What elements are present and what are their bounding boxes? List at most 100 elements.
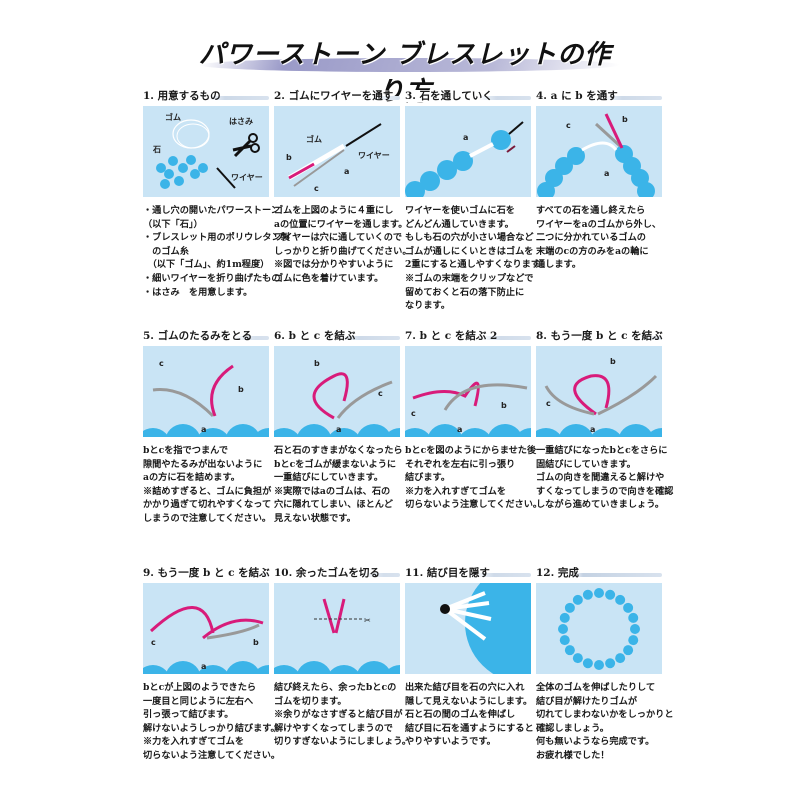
step-text-line: ・細いワイヤーを折り曲げたもの: [143, 272, 281, 284]
label-a: a: [336, 425, 341, 434]
step-heading: 4. a に b を通す: [536, 88, 662, 104]
stone: [225, 661, 261, 674]
label-c: c: [546, 399, 551, 408]
step-illustration: a: [405, 106, 531, 197]
stone: [164, 169, 174, 179]
label-a: a: [604, 169, 609, 178]
label-b: b: [501, 401, 507, 410]
step-text-line: 末端のcの方のみをaの輪に: [536, 245, 649, 257]
stone: [197, 665, 229, 674]
stone: [356, 424, 392, 437]
step-text-line: ゴムを上図のように４重にし: [274, 205, 394, 216]
step-text-line: 隠して見えないようにします。: [405, 695, 533, 707]
stone: [253, 428, 269, 437]
step-description: 結び終えたら、余ったbとcのゴムを切ります。※余りがなさすぎると結び目が解けやす…: [274, 681, 411, 749]
bead: [605, 658, 616, 669]
label-a: a: [344, 167, 349, 176]
step-text-line: 見えない状態です。: [274, 512, 356, 524]
cord-coil-icon: [172, 119, 210, 149]
stone: [274, 428, 300, 437]
label-c: c: [411, 409, 416, 418]
step-text-line: 一重結びになったbとcをさらに: [536, 445, 668, 456]
step-heading: 6. b と c を結ぶ: [274, 328, 400, 344]
step-description: 出来た結び目を石の穴に入れ隠して見えないようにします。石と石の間のゴムを伸ばし結…: [405, 681, 534, 749]
step-description: bとcを図のようにからませた後それぞれを左右に引っ張り結びます。※力を入れすぎて…: [405, 444, 543, 512]
step-text-line: ※実際ではaのゴムは、石の: [274, 485, 391, 497]
step-illustration: abc: [274, 346, 400, 437]
step-text-line: aの方に石を詰めます。: [143, 472, 240, 484]
step-panel-3: 3. 石を通していく a ワイヤーを使いゴムに石をどんどん通していきます。もしも…: [405, 88, 548, 313]
step-text-line: それぞれを左右に引っ張り: [405, 458, 516, 470]
stone: [384, 665, 400, 674]
step-text-line: 結びます。: [405, 472, 451, 484]
step-text-line: （以下「石」）: [143, 218, 203, 230]
step-text-line: やりやすいようです。: [405, 736, 496, 748]
stone: [274, 665, 300, 674]
stone: [536, 428, 562, 437]
label-c: c: [566, 121, 571, 130]
stone: [197, 428, 229, 437]
step-text-line: 結び目に石を通すようにすると: [405, 722, 534, 734]
step-text-line: 確認しましょう。: [536, 722, 609, 734]
stone: [178, 163, 188, 173]
step-text-line: 一重結びにしていきます。: [274, 472, 384, 484]
stone: [405, 181, 425, 197]
step-text-line: 全体のゴムを伸ばしたりして: [536, 682, 656, 693]
step-text-line: ワイヤーは穴に通していくので: [274, 232, 403, 244]
step-heading: 7. b と c を結ぶ 2: [405, 328, 531, 344]
step-text-line: どんどん通していきます。: [405, 218, 514, 230]
stone: [225, 424, 261, 437]
bead: [594, 588, 604, 598]
bead: [564, 602, 575, 613]
step-text-line: ゴムを切ります。: [274, 695, 347, 707]
bead: [628, 635, 639, 646]
step-heading: 11. 結び目を隠す: [405, 565, 531, 581]
stone: [646, 428, 662, 437]
bead: [559, 612, 570, 623]
stone: [328, 428, 360, 437]
bead: [615, 653, 626, 664]
step-text-line: ゴムに色を着けています。: [274, 272, 384, 284]
step-description: ・通し穴の開いたパワーストーン（以下「石」）・ブレスレット用のポリウレタン製 の…: [143, 204, 290, 299]
stone: [143, 428, 169, 437]
step-text-line: ゴムの向きを間違えると解けや: [536, 472, 665, 484]
finished-bracelet: [558, 588, 640, 670]
step-text-line: 切らないよう注意してください。: [405, 499, 543, 511]
step-description: すべての石を通し終えたらワイヤーをaのゴムから外し、二つに分かれているゴムの末端…: [536, 204, 662, 272]
stone: [328, 665, 360, 674]
step-heading: 12. 完成: [536, 565, 662, 581]
label-b: b: [253, 638, 259, 647]
step-description: 一重結びになったbとcをさらに固結びにしていきます。ゴムの向きを間違えると解けや…: [536, 444, 674, 512]
step-illustration: [405, 583, 531, 674]
stone: [459, 428, 491, 437]
step-text-line: かかり過ぎて切れやすくなって: [143, 499, 272, 511]
stone: [637, 182, 655, 197]
step-description: 全体のゴムを伸ばしたりして結び目が解けたりゴムが切れてしまわないかをしっかりと確…: [536, 681, 674, 763]
stone: [174, 176, 184, 186]
step-text-line: ※ゴムの末端をクリップなどで: [405, 272, 534, 284]
stone: [165, 661, 201, 674]
step-heading: 10. 余ったゴムを切る: [274, 565, 400, 581]
stone: [405, 428, 431, 437]
stone: [296, 424, 332, 437]
step-text-line: なります。: [405, 300, 451, 312]
step-text-line: 石と石のすきまがなくなったら: [274, 445, 403, 456]
step-text-line: 通します。: [536, 259, 582, 271]
stone: [555, 157, 573, 175]
bead: [572, 653, 583, 664]
step-illustration: abc: [536, 106, 662, 197]
label-c: c: [151, 638, 156, 647]
step-panel-1: 1. 用意するもの ゴムはさみ石ワイヤー ・通し穴の開いたパワーストーン（以下「…: [143, 88, 290, 299]
stone: [253, 665, 269, 674]
step-text-line: 一度目と同じように左右へ: [143, 695, 254, 707]
step-text-line: 結び終えたら、余ったbとcの: [274, 682, 397, 693]
step-text-line: すくなってしまうので向きを確認: [536, 485, 674, 497]
stone: [156, 163, 166, 173]
step-text-line: 切らないよう注意してください。: [143, 749, 281, 761]
stone: [558, 424, 594, 437]
label-a: a: [457, 425, 462, 434]
